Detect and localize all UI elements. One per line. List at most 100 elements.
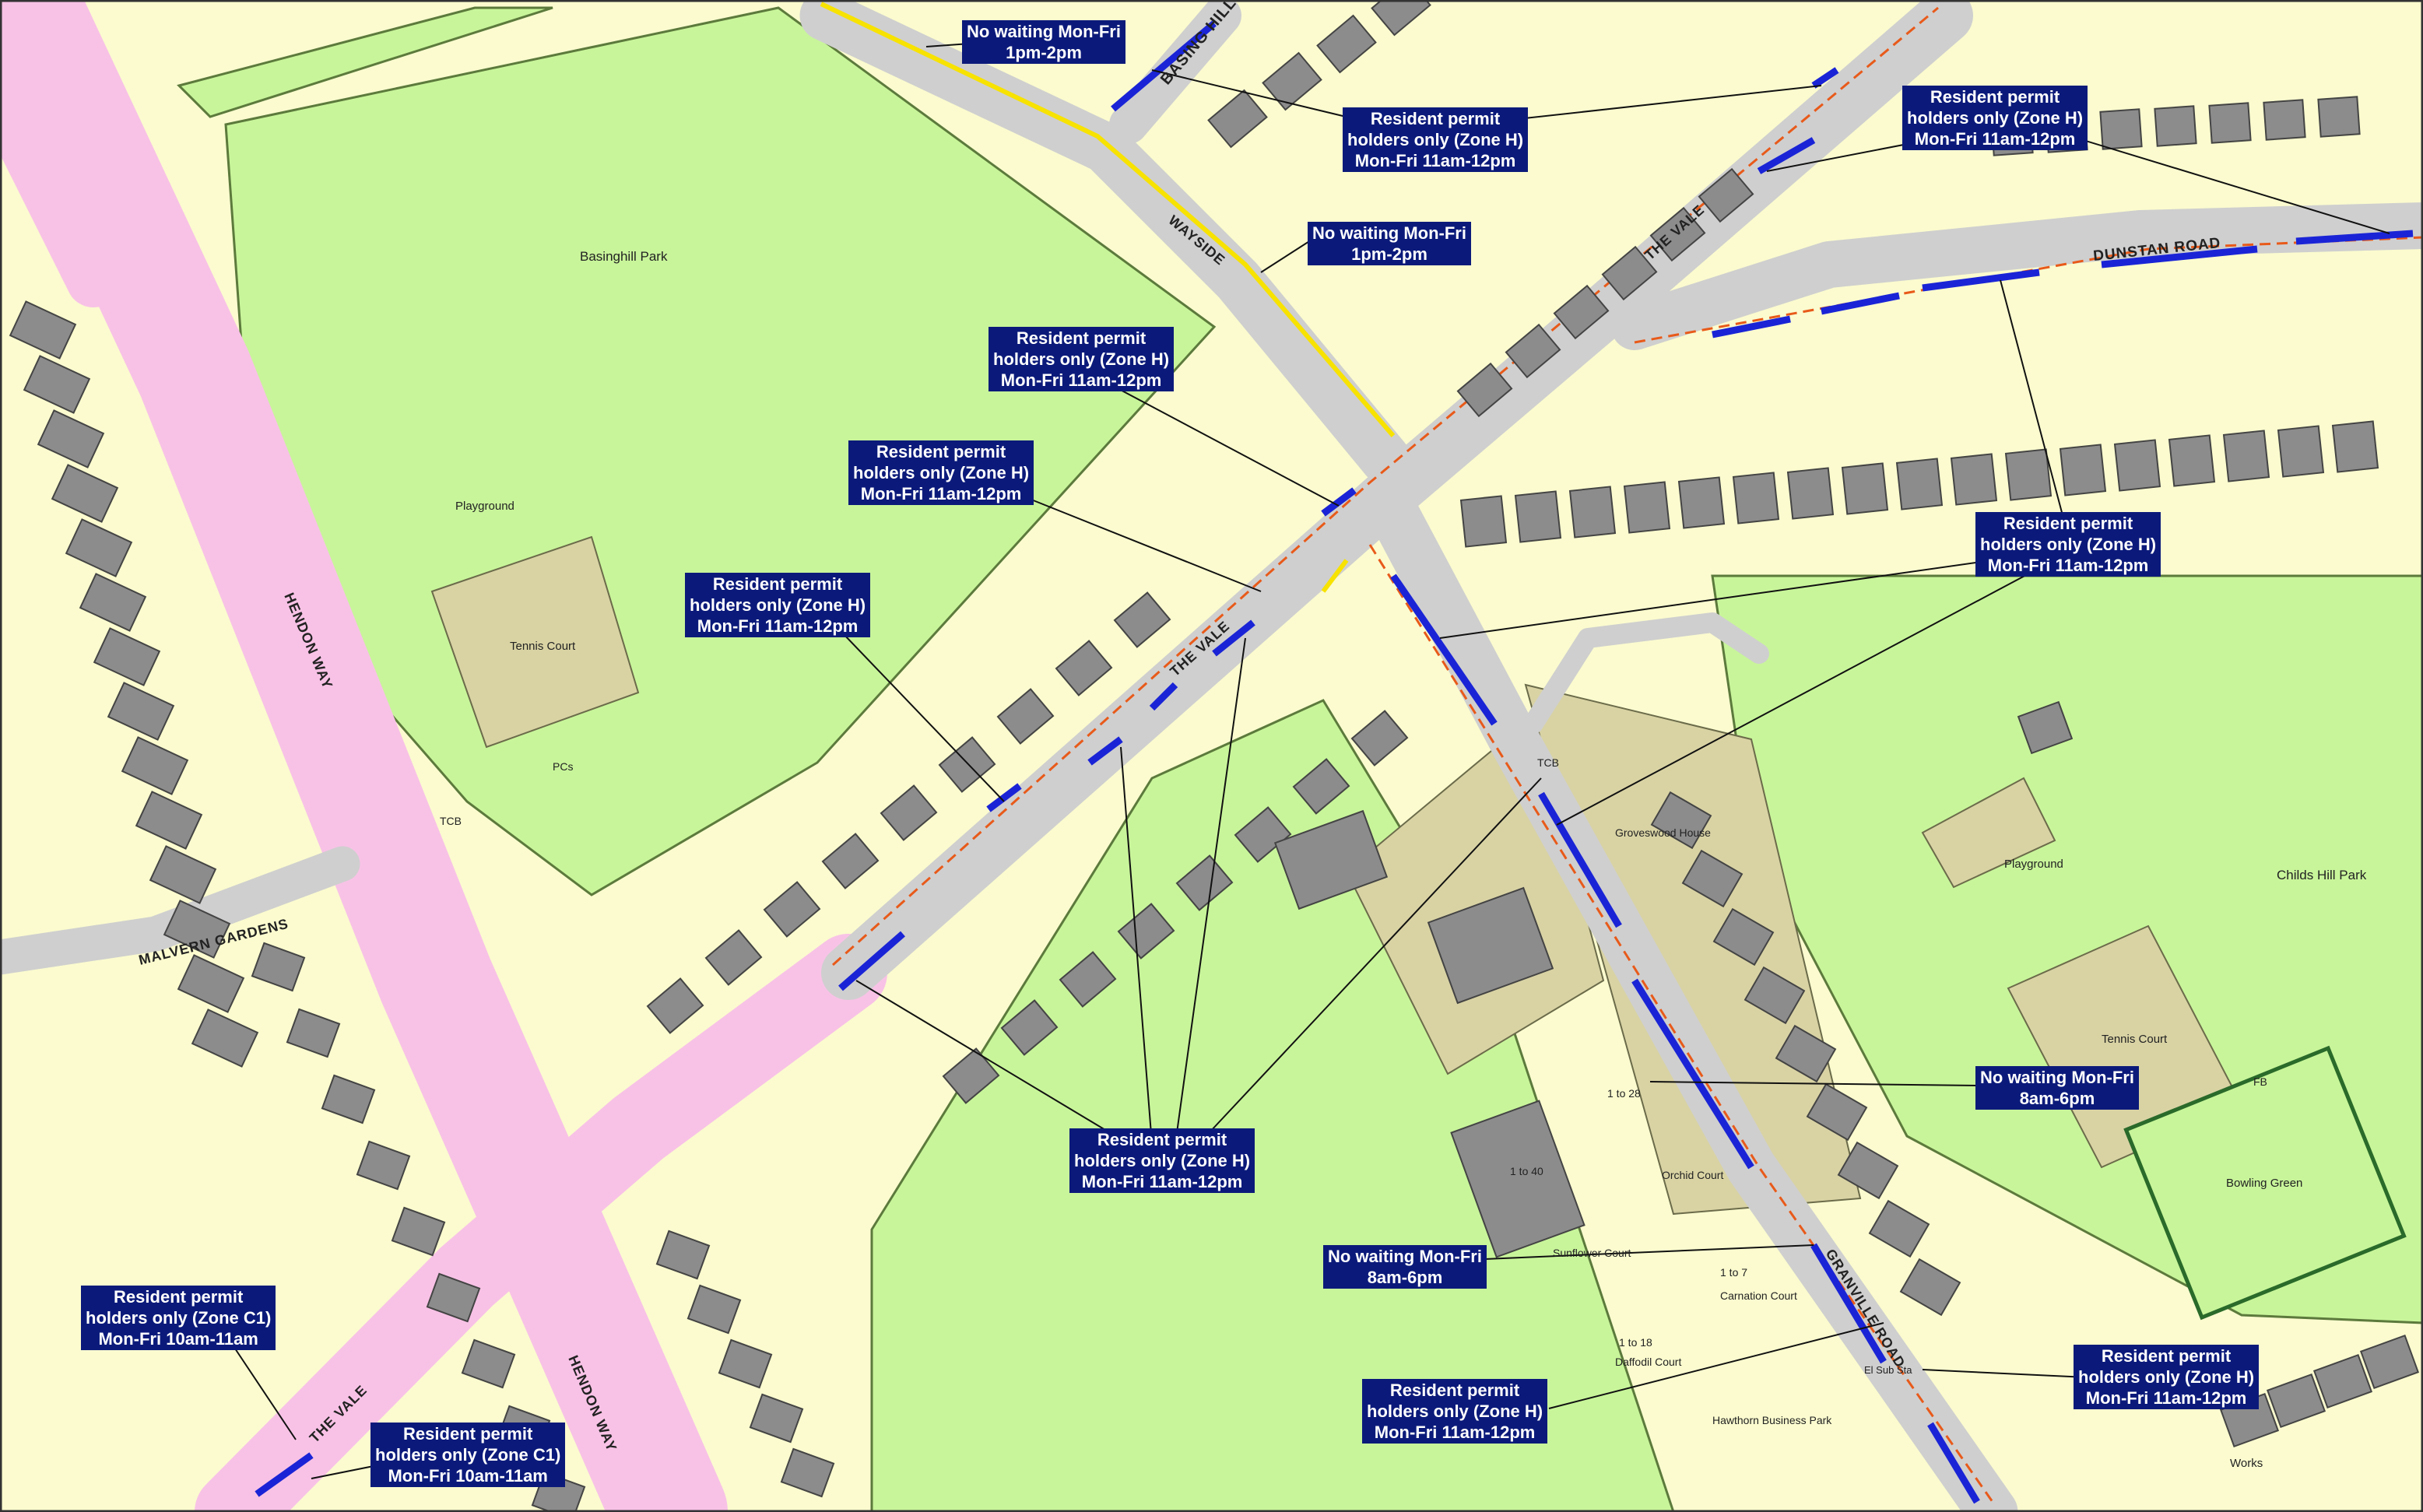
- callout-line: Resident permit: [876, 442, 1006, 461]
- building: [1837, 1141, 1899, 1200]
- leader-c6: [1027, 497, 1262, 592]
- building: [1450, 1100, 1585, 1258]
- callout-line: Mon-Fri 11am-12pm: [2085, 1388, 2247, 1408]
- bay-basing-hill: [1111, 20, 1217, 112]
- leader-c8b: [2000, 279, 2071, 546]
- building: [177, 954, 245, 1013]
- kerb-line-granville: [1368, 544, 1994, 1503]
- callout-line: Resident permit: [1930, 87, 2060, 107]
- building: [687, 1284, 742, 1335]
- leader-c3b: [2070, 135, 2390, 234]
- building: [821, 833, 880, 889]
- callout-line: Resident permit: [403, 1424, 533, 1444]
- callout-line: 1pm-2pm: [1351, 244, 1427, 264]
- building: [391, 1206, 446, 1257]
- leader-c8: [1439, 560, 1993, 639]
- building: [1505, 323, 1561, 379]
- label-tcb-2: TCB: [1537, 756, 1559, 769]
- building: [1806, 1082, 1868, 1142]
- building: [1868, 1199, 1930, 1258]
- label-playground-1: Playground: [455, 500, 514, 513]
- bay-granville-2: [1538, 791, 1622, 928]
- leader-c10b: [1120, 746, 1153, 1145]
- the-vale-pink-section: [195, 934, 887, 1512]
- leader-lines: [233, 42, 2390, 1479]
- callout-line: Mon-Fri 11am-12pm: [697, 616, 859, 636]
- label-bowling-green: Bowling Green: [2226, 1177, 2302, 1190]
- buildings: [9, 0, 2420, 1512]
- building: [1292, 758, 1350, 815]
- callout-resident-permit: Resident permit holders only (Zone H) Mo…: [1069, 1128, 1255, 1193]
- callout-line: Resident permit: [2101, 1346, 2232, 1366]
- building: [718, 1338, 773, 1389]
- building: [2168, 434, 2216, 487]
- bay-vale-5: [1212, 619, 1255, 657]
- callout-resident-permit: Resident permit holders only (Zone H) Mo…: [848, 440, 1034, 505]
- callout-line: Mon-Fri 11am-12pm: [1000, 370, 1162, 390]
- kerb-line-vale: [831, 6, 1939, 966]
- building: [1059, 951, 1117, 1008]
- court-area-2: [1524, 683, 1862, 1216]
- building: [1899, 1258, 1961, 1317]
- tennis-court-1-area: [430, 535, 640, 749]
- callout-line: Resident permit: [114, 1287, 244, 1307]
- building: [1601, 245, 1658, 301]
- callout-resident-permit: Resident permit holders only (Zone H) Mo…: [1343, 107, 1529, 172]
- callout-line: No waiting Mon-Fri: [1980, 1068, 2134, 1087]
- building: [2099, 108, 2143, 150]
- callout-no-waiting: No waiting Mon-Fri 1pm-2pm: [1308, 222, 1471, 265]
- building: [2312, 1353, 2373, 1409]
- callout-line: holders only (Zone H): [993, 349, 1170, 369]
- callout-line: holders only (Zone H): [853, 463, 1030, 482]
- building: [2359, 1334, 2420, 1390]
- building: [1514, 490, 1562, 543]
- building: [1568, 486, 1617, 538]
- callout-line: 8am-6pm: [1367, 1268, 1443, 1287]
- callout-line: holders only (Zone H): [1347, 130, 1524, 149]
- building: [163, 900, 231, 959]
- building: [65, 518, 133, 577]
- callout-resident-permit: Resident permit holders only (Zone H) Mo…: [1902, 86, 2088, 150]
- bowling-green: [2123, 1045, 2407, 1321]
- building: [251, 942, 306, 992]
- building: [1681, 849, 1744, 908]
- label-tcb-1: TCB: [440, 815, 462, 827]
- callout-line: Mon-Fri 11am-12pm: [1354, 151, 1516, 170]
- label-daffodil-court: Daffodil Court: [1615, 1356, 1681, 1368]
- callout-line: holders only (Zone H): [1074, 1151, 1251, 1170]
- building: [2263, 99, 2306, 141]
- callout-line: Mon-Fri 10am-11am: [388, 1466, 548, 1486]
- building: [2331, 420, 2379, 473]
- yellow-lines: [820, 2, 1396, 593]
- callout-resident-permit: Resident permit holders only (Zone C1) M…: [81, 1286, 276, 1350]
- bay-dunstan-2: [1821, 292, 1900, 315]
- building: [1732, 472, 1780, 524]
- building: [461, 1338, 516, 1389]
- leader-c14: [1922, 1369, 2087, 1378]
- building: [780, 1447, 835, 1498]
- bay-granville-4: [1810, 1243, 1887, 1364]
- callout-line: Mon-Fri 11am-12pm: [1914, 129, 2076, 149]
- bay-dunstan-3: [1922, 268, 2040, 292]
- building: [121, 736, 189, 795]
- building: [1427, 886, 1554, 1005]
- callout-line: Resident permit: [1389, 1380, 1520, 1400]
- building: [1650, 791, 1712, 850]
- label-playground-2: Playground: [2004, 858, 2063, 871]
- building: [1000, 999, 1059, 1056]
- building: [1234, 806, 1292, 863]
- leader-c4: [1260, 237, 1316, 273]
- building: [1316, 14, 1377, 74]
- callout-no-waiting: No waiting Mon-Fri 1pm-2pm: [962, 20, 1125, 64]
- playground-2-area: [1921, 777, 2056, 889]
- building: [1350, 710, 1409, 767]
- yellow-line-wayside: [820, 2, 1396, 437]
- bay-vale-8: [1811, 67, 1839, 89]
- label-el-sub-sta: El Sub Sta: [1864, 1364, 1912, 1376]
- hendon-way-road-west: [0, 66, 121, 307]
- building: [1456, 362, 1513, 418]
- building: [1459, 495, 1508, 548]
- bay-dunstan-5: [2295, 230, 2414, 245]
- building: [23, 355, 91, 414]
- leader-c11: [1447, 1244, 1814, 1261]
